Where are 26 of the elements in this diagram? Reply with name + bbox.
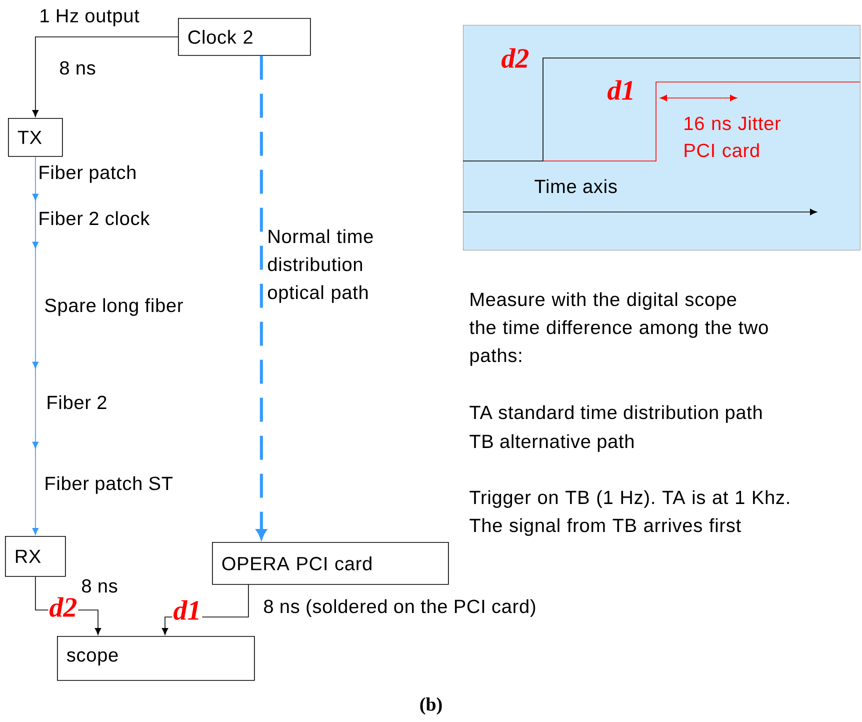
text-label: Spare long fiber xyxy=(45,298,183,316)
process-box: scope xyxy=(57,636,255,681)
process-box: RX xyxy=(5,536,66,577)
edge-label: 8 ns (soldered on the PCI card) xyxy=(264,599,536,617)
note-text: TA standard time distribution path xyxy=(470,405,762,423)
text-label: Fiber 2 xyxy=(48,395,106,410)
process-box: OPERA PCI card xyxy=(212,542,449,585)
delay-label: d2 xyxy=(48,596,78,618)
process-box: Clock 2 xyxy=(178,18,311,56)
arrow xyxy=(32,156,39,535)
note-text: Measure with the digital scope the time difference among the two paths: xyxy=(469,292,768,366)
note-text: TB alternative path xyxy=(470,434,634,452)
process-box: TX xyxy=(8,118,63,157)
arrow xyxy=(256,56,267,540)
timing-panel: d2 d1 16 ns Jitter PCI card Time axis xyxy=(462,25,860,250)
text-label: Fiber patch ST xyxy=(46,476,173,494)
delay-label: d1 xyxy=(172,599,202,621)
note-text: Trigger on TB (1 Hz). TA is at 1 Khz. The signal from TB arrives first xyxy=(470,490,789,536)
edge-label: 8 ns xyxy=(60,61,96,75)
arrow xyxy=(32,36,178,117)
text-label: 1 Hz output xyxy=(40,9,140,26)
text-label: Fiber patch xyxy=(40,165,136,183)
note-text: Normal time distribution optical path xyxy=(268,229,373,303)
text-label: Fiber 2 clock xyxy=(40,211,150,226)
caption: (b) xyxy=(420,697,442,715)
edge-label: 8 ns xyxy=(82,579,118,593)
